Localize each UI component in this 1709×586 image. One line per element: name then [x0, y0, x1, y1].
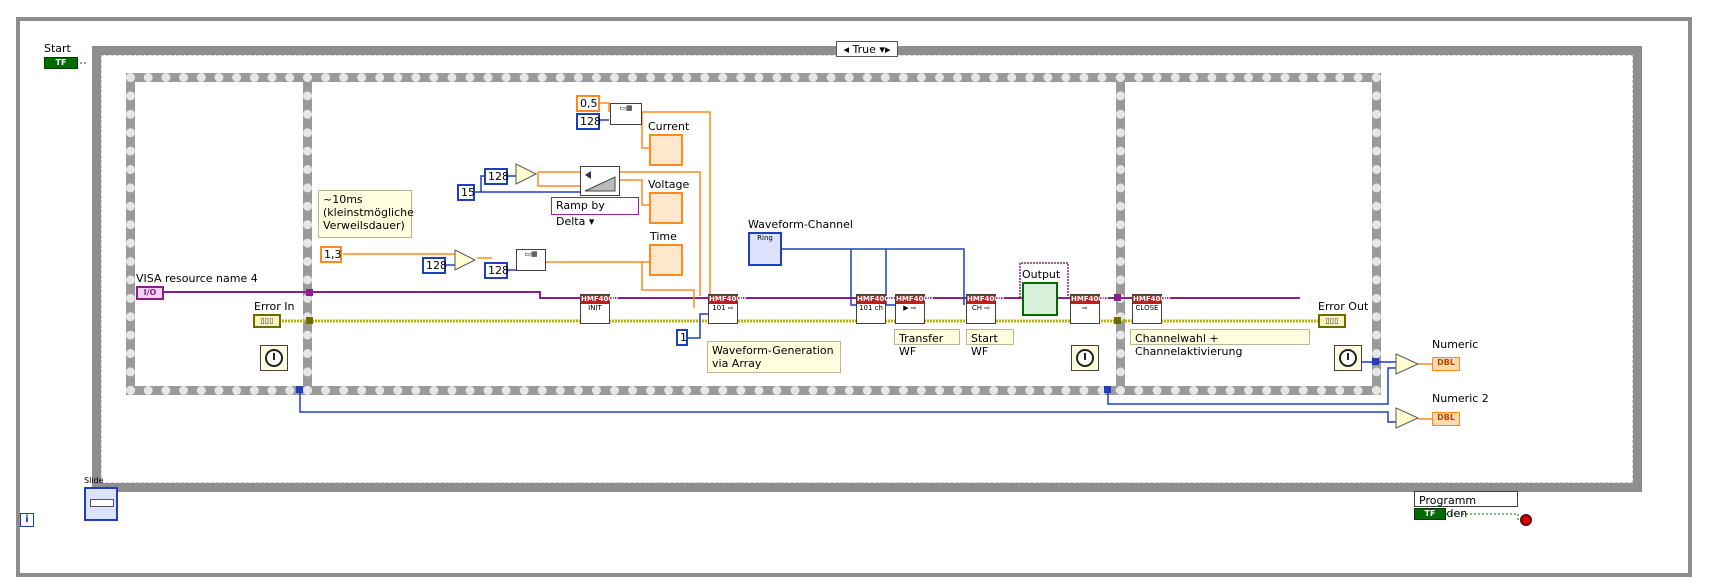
- initialize-array-node-2: ▭▦: [516, 249, 546, 271]
- error-out-indicator: ▯▯▯: [1318, 314, 1346, 328]
- timer-wire: [299, 390, 1396, 423]
- clock-icon: [1076, 349, 1094, 367]
- visa-resource-label: VISA resource name 4: [136, 272, 258, 285]
- while-loop: [16, 17, 1692, 577]
- current-label: Current: [648, 120, 690, 133]
- case-selector-value: True: [852, 43, 876, 56]
- const-128-d[interactable]: 128: [484, 262, 509, 279]
- clock-icon: [265, 349, 283, 367]
- ramp-pattern-node: [580, 166, 620, 196]
- programm-beenden-label: Programm beenden: [1414, 491, 1518, 520]
- numeric2-label: Numeric 2: [1432, 392, 1489, 405]
- const-0-5[interactable]: 0,5: [576, 95, 600, 112]
- multiply-node: [1395, 407, 1420, 429]
- voltage-label: Voltage: [648, 178, 690, 191]
- hmf-output-vi[interactable]: HMF4000⇨: [1070, 294, 1108, 324]
- clock-icon: [1339, 349, 1357, 367]
- error-in-control[interactable]: ▯▯▯: [253, 314, 281, 328]
- const-128-b[interactable]: 128: [484, 168, 509, 185]
- comment-wait: ~10ms (kleinstmögliche Verweilsdauer): [318, 190, 414, 238]
- time-array-indicator: [649, 244, 683, 276]
- comment-start-wf: Start WF: [966, 329, 1014, 358]
- error-in-label: Error In: [254, 300, 295, 313]
- current-array-indicator: [649, 134, 683, 166]
- comment-waveform-generation: Waveform-Generation via Array: [707, 341, 841, 373]
- hmf-transfer-vi[interactable]: HMF4000▶ ⇨: [895, 294, 933, 324]
- waveform-channel-label: Waveform-Channel: [748, 218, 853, 231]
- wait-ms-timer-1: [260, 345, 288, 371]
- sequence-frame-1: [126, 73, 312, 395]
- orange-wire-current: [600, 102, 610, 112]
- slide-control[interactable]: [84, 487, 118, 521]
- numeric-label: Numeric: [1432, 338, 1479, 351]
- iteration-terminal: i: [20, 513, 34, 527]
- numeric2-indicator: DBL: [1432, 412, 1460, 426]
- channel-wire: [782, 248, 965, 305]
- divide-node-1: [515, 163, 538, 185]
- tick-count-timer: [1334, 345, 1362, 371]
- case-selector[interactable]: ◂ True ▾▸: [836, 41, 898, 57]
- comment-channelwahl: Channelwahl + Channelaktivierung: [1130, 329, 1310, 358]
- voltage-array-indicator: [649, 192, 683, 224]
- const-1[interactable]: 1: [676, 329, 688, 346]
- slide-label: Slide: [84, 476, 104, 485]
- waveform-channel-ring[interactable]: Ring: [748, 232, 782, 266]
- programm-beenden-control[interactable]: TF: [1414, 508, 1446, 520]
- output-boolean-control[interactable]: [1022, 282, 1058, 316]
- start-boolean-control[interactable]: TF: [44, 57, 78, 69]
- output-label: Output: [1022, 268, 1061, 281]
- initialize-array-node-1: ▭▦: [610, 103, 642, 125]
- wait-ms-timer-2: [1071, 345, 1099, 371]
- error-out-label: Error Out: [1318, 300, 1369, 313]
- comment-transfer-wf: Transfer WF: [894, 329, 960, 358]
- const-1-3[interactable]: 1,3: [320, 246, 342, 263]
- const-15[interactable]: 15: [457, 184, 475, 201]
- const-128-a[interactable]: 128: [576, 113, 601, 130]
- divide-node-2: [454, 249, 477, 271]
- visa-resource-control[interactable]: I/O: [136, 286, 164, 300]
- subtract-node: [1395, 353, 1420, 375]
- numeric-indicator: DBL: [1432, 357, 1460, 371]
- ramp-mode-enum[interactable]: Ramp by Delta ▾: [551, 197, 639, 228]
- time-label: Time: [650, 230, 677, 243]
- stop-icon: [1520, 514, 1532, 526]
- start-label: Start: [44, 42, 71, 55]
- const-128-c[interactable]: 128: [422, 257, 447, 274]
